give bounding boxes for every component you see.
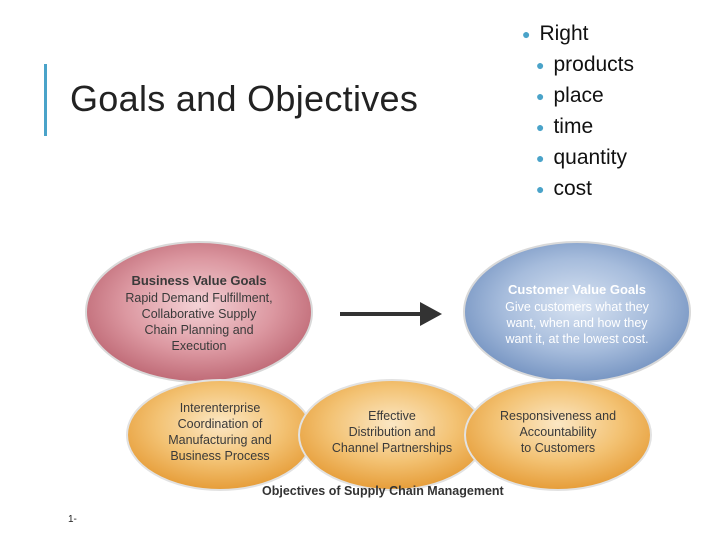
bullet-dot-icon: ●	[536, 149, 545, 166]
coordination-line: Business Process	[170, 449, 269, 463]
bullet-list: ● Right ● products ● place ● time ● quan…	[522, 18, 634, 204]
bullet-heading-row: ● Right	[522, 18, 634, 49]
coordination-line: Coordination of	[178, 417, 263, 431]
bullet-item-label: place	[553, 83, 604, 107]
bullet-heading: Right	[539, 21, 589, 45]
bullet-dot-icon: ●	[522, 25, 531, 42]
responsiveness-line: Accountability	[519, 425, 597, 439]
bullet-item-label: products	[553, 52, 635, 76]
diagram-caption: Objectives of Supply Chain Management	[262, 484, 504, 498]
bullet-dot-icon: ●	[536, 180, 545, 197]
bullet-item: ● cost	[522, 173, 634, 204]
responsiveness-line: to Customers	[521, 441, 595, 455]
business-value-heading: Business Value Goals	[131, 273, 266, 288]
customer-value-line: want, when and how they	[505, 316, 648, 330]
bullet-item: ● place	[522, 80, 634, 111]
slide-footer: 1-	[68, 514, 77, 525]
bullet-item: ● products	[522, 49, 634, 80]
customer-value-line: want it, at the lowest cost.	[504, 332, 648, 346]
bullet-item: ● quantity	[522, 142, 634, 173]
bullet-item-label: quantity	[553, 145, 628, 169]
business-value-line: Chain Planning and	[144, 323, 253, 337]
bullet-item-label: cost	[553, 176, 592, 200]
slide-title: Goals and Objectives	[70, 78, 419, 119]
bullet-item-label: time	[553, 114, 594, 138]
distribution-line: Channel Partnerships	[332, 441, 452, 455]
coordination-line: Interenterprise	[180, 401, 261, 415]
bullet-dot-icon: ●	[536, 56, 545, 73]
business-value-line: Rapid Demand Fulfillment,	[125, 291, 272, 305]
coordination-line: Manufacturing and	[168, 433, 272, 447]
arrow-head-icon	[420, 302, 442, 326]
business-value-line: Execution	[172, 339, 227, 353]
bullet-dot-icon: ●	[536, 118, 545, 135]
title-accent-bar	[44, 64, 47, 136]
responsiveness-line: Responsiveness and	[500, 409, 616, 423]
bullet-dot-icon: ●	[536, 87, 545, 104]
customer-value-heading: Customer Value Goals	[508, 282, 646, 297]
distribution-line: Distribution and	[349, 425, 436, 439]
customer-value-line: Give customers what they	[505, 300, 650, 314]
business-value-line: Collaborative Supply	[142, 307, 257, 321]
distribution-line: Effective	[368, 409, 416, 423]
bullet-item: ● time	[522, 111, 634, 142]
responsiveness-ellipse	[464, 379, 652, 491]
